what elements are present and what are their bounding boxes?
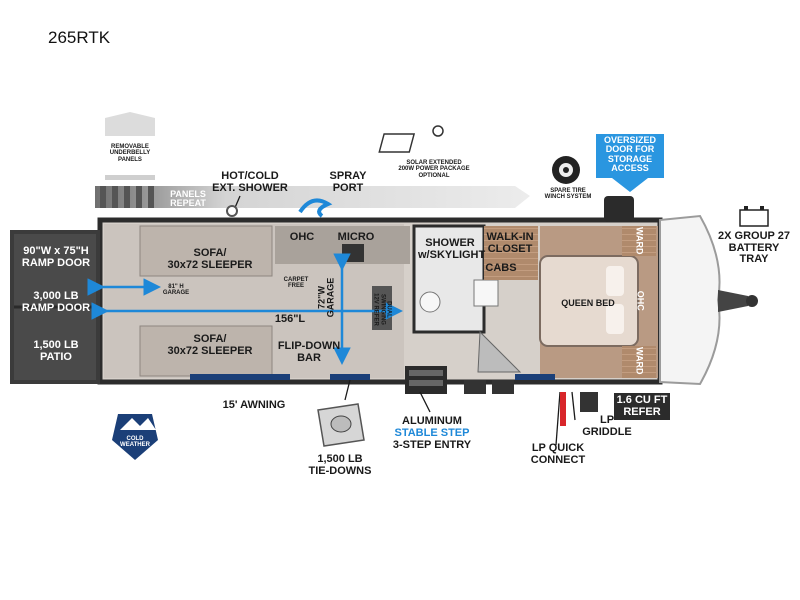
sofa-bottom-shape: [139, 325, 273, 377]
ward-bottom-shape: [622, 346, 656, 378]
sofa-top-label: SOFA/ 30x72 SLEEPER: [167, 247, 253, 271]
model-title: 265RTK: [48, 28, 111, 47]
garage-length-label: 156"L: [274, 313, 306, 325]
queen-bed-label: QUEEN BED: [561, 298, 615, 308]
tie-down-icon: [317, 403, 365, 447]
refer-16-label: 1.6 CU FT REFER: [614, 393, 670, 421]
spray-port-label: SPRAY PORT: [329, 170, 367, 194]
walk-in-closet-label: WALK-IN CLOSET: [486, 231, 534, 255]
garage-height-label: 81" H GARAGE: [162, 284, 190, 297]
spare-tire-icon: [552, 156, 580, 184]
cabs-label: CABS: [485, 262, 517, 274]
entry-label: 3-STEP ENTRY: [392, 439, 472, 451]
ohc-bedroom-label: OHC: [635, 290, 646, 311]
shower-port-shape: [226, 205, 238, 217]
mat-1: [190, 374, 240, 380]
ramp-door-capacity-label: 3,000 LB RAMP DOOR: [21, 290, 91, 314]
dual-swinging-refer-label: DUAL SWINGING 12V REFER: [372, 293, 392, 326]
removable-underbelly-label: REMOVABLE UNDERBELLY PANELS: [109, 144, 151, 163]
ward-bottom-label: WARD: [634, 346, 645, 375]
toilet-shape: [419, 291, 441, 313]
awning-label: 15' AWNING: [222, 399, 286, 411]
battery-icon: [739, 206, 769, 227]
wheel-b: [492, 380, 514, 394]
aluminum-label: ALUMINUM: [402, 415, 462, 427]
ward-top-shape: [622, 226, 656, 256]
mat-2: [240, 374, 290, 380]
oversized-door-label: OVERSIZED DOOR FOR STORAGE ACCESS: [603, 135, 656, 174]
exterior-band: [95, 186, 530, 208]
tie-downs-label: 1,500 LB TIE-DOWNS: [308, 453, 372, 477]
lp-tank-shape: [560, 392, 566, 426]
garage-width-label: 72"W GARAGE: [316, 277, 336, 318]
shower-label: SHOWER w/SKYLIGHT: [418, 237, 486, 261]
hot-cold-shower-label: HOT/COLD EXT. SHOWER: [212, 170, 288, 194]
sink-shape: [473, 279, 499, 307]
ohc-kitchen-label: OHC: [289, 231, 315, 243]
solar-label: SOLAR EXTENDED 200W POWER PACKAGE OPTION…: [398, 160, 470, 179]
stable-step-label: STABLE STEP: [394, 427, 470, 439]
cold-weather-label: COLD WEATHER: [120, 436, 150, 449]
door-swing: [477, 330, 522, 373]
solar-panel-icon: [378, 125, 444, 153]
mat-3: [330, 374, 370, 380]
refer-hatch-shape: [580, 392, 598, 412]
lp-quick-connect-label: LP QUICK CONNECT: [530, 442, 586, 466]
underbelly-arrow: [105, 112, 155, 180]
battery-tray-label: 2X GROUP 27 BATTERY TRAY: [718, 230, 790, 266]
leader-lines: [233, 195, 576, 446]
mat-4: [515, 374, 555, 380]
wheel-a: [464, 380, 486, 394]
patio-label: 1,500 LB PATIO: [33, 339, 79, 363]
oversized-door-callout: [596, 134, 664, 222]
stove-shape: [342, 244, 364, 262]
lp-griddle-label: LP GRIDDLE: [582, 414, 632, 438]
carpet-free-label: CARPET FREE: [283, 277, 309, 290]
spare-tire-label: SPARE TIRE WINCH SYSTEM: [544, 188, 592, 201]
spray-hose-shape: [298, 198, 333, 218]
pillow-b: [606, 304, 624, 334]
ramp-door-size-label: 90"W x 75"H RAMP DOOR: [21, 245, 91, 269]
closet-area: [484, 226, 538, 280]
micro-label: MICRO: [337, 231, 375, 243]
ward-top-label: WARD: [634, 226, 645, 255]
entry-steps: [405, 366, 447, 394]
dimension-arrows: [87, 253, 403, 365]
sofa-top-shape: [139, 225, 273, 277]
panels-repeat-label: PANELS REPEAT: [170, 189, 206, 209]
flip-down-bar-label: FLIP-DOWN BAR: [277, 340, 341, 364]
pillow-a: [606, 266, 624, 296]
sofa-bottom-label: SOFA/ 30x72 SLEEPER: [167, 333, 253, 357]
cold-weather-badge-icon: [112, 414, 158, 460]
